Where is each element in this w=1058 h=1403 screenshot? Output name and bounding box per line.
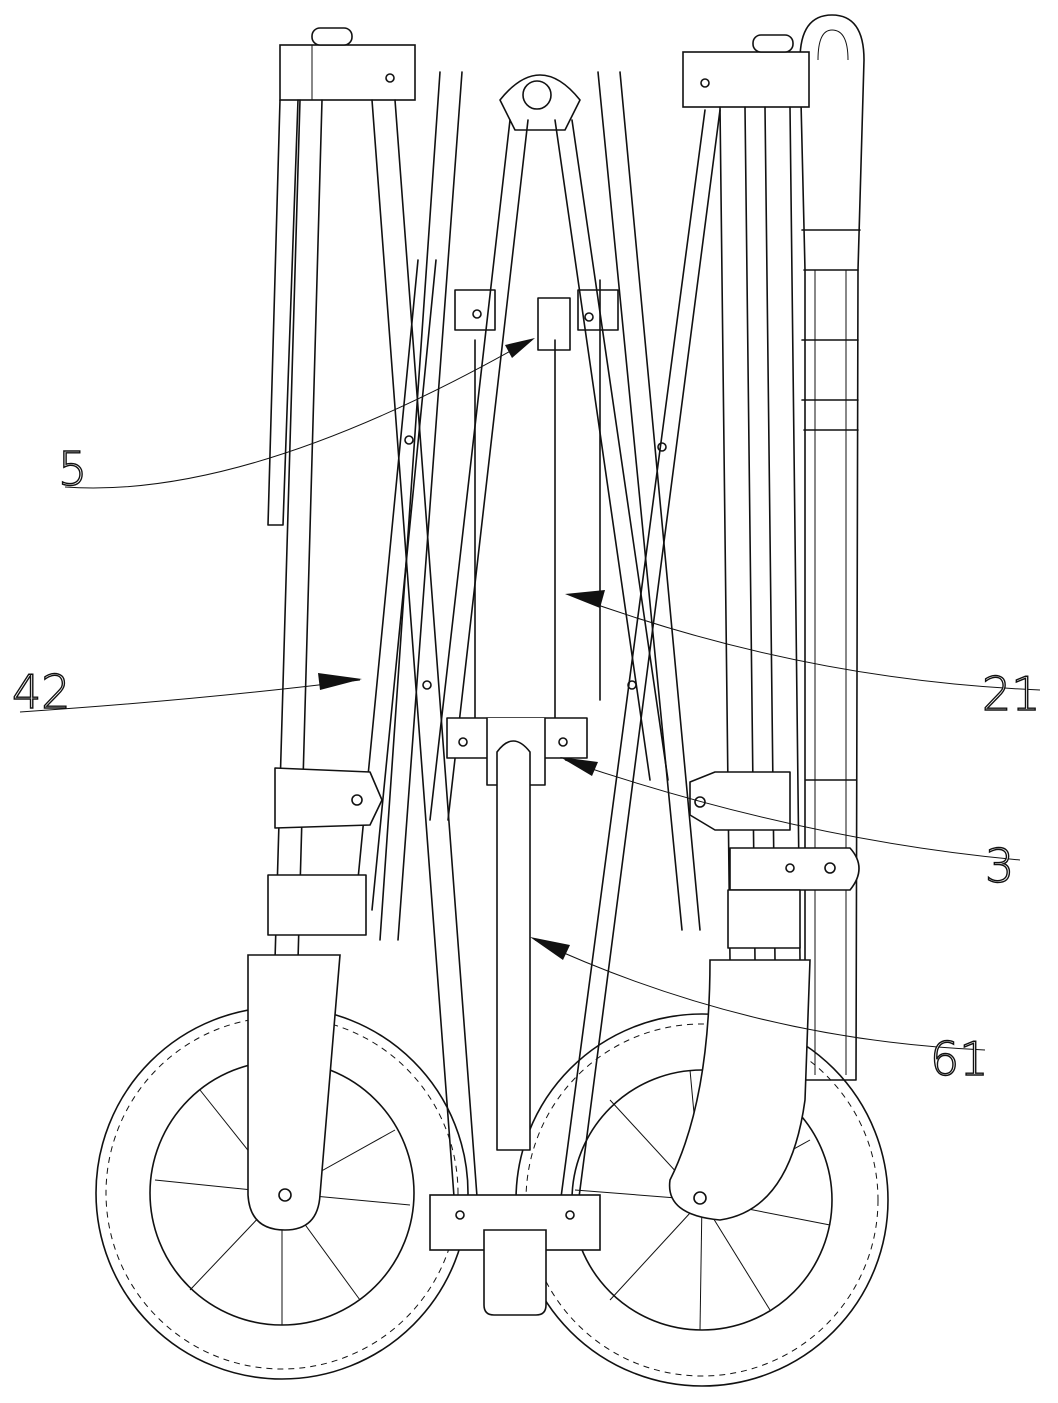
label-21: 21 xyxy=(982,667,1041,721)
label-61: 61 xyxy=(930,1032,989,1086)
bottom-plate xyxy=(430,1195,600,1315)
arrowheads xyxy=(318,338,605,960)
handle xyxy=(800,15,864,1080)
label-3: 3 xyxy=(985,839,1014,893)
hinges xyxy=(268,768,859,948)
scissor-frame xyxy=(355,72,720,1210)
center-rod xyxy=(447,340,587,1150)
label-5: 5 xyxy=(58,442,87,496)
label-42: 42 xyxy=(12,665,71,719)
